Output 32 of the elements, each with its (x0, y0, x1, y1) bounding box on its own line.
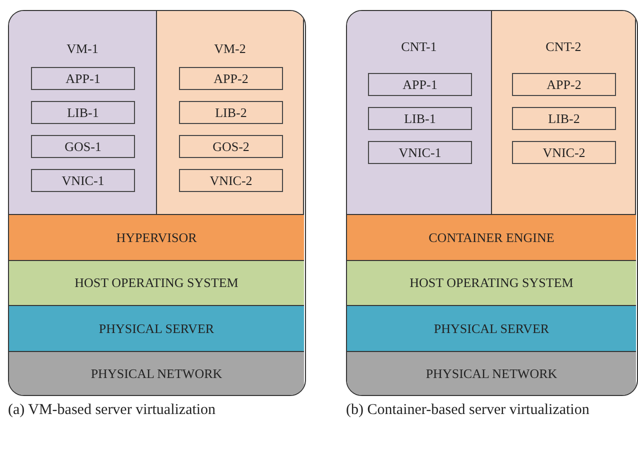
layer-band: PHYSICAL SERVER (347, 305, 636, 351)
virtualization-column (9, 11, 157, 214)
component-box: APP-2 (179, 67, 283, 90)
virtualization-column (347, 11, 492, 214)
component-box: LIB-2 (512, 107, 616, 130)
layer-band: HYPERVISOR (9, 214, 304, 260)
component-box: APP-1 (368, 73, 472, 96)
layer-band: HOST OPERATING SYSTEM (9, 260, 304, 306)
column-title: VM-1 (66, 41, 100, 57)
layer-band: PHYSICAL NETWORK (9, 350, 304, 395)
figure-caption: (a) VM-based server virtualization (8, 402, 217, 419)
component-box: LIB-1 (368, 107, 472, 130)
component-box: VNIC-2 (179, 169, 283, 192)
component-box: VNIC-1 (31, 169, 135, 192)
component-box: VNIC-1 (368, 141, 472, 164)
component-box: LIB-1 (31, 101, 135, 124)
virtualization-column (157, 11, 304, 214)
column-title: VM-2 (213, 41, 247, 57)
column-title: CNT-2 (544, 39, 582, 55)
component-box: LIB-2 (179, 101, 283, 124)
layer-band: PHYSICAL NETWORK (347, 350, 636, 395)
component-box: VNIC-2 (512, 141, 616, 164)
layer-band: CONTAINER ENGINE (347, 214, 636, 260)
component-box: GOS-1 (31, 135, 135, 158)
figure-caption: (b) Container-based server virtualization (346, 402, 590, 419)
component-box: APP-2 (512, 73, 616, 96)
layer-band: HOST OPERATING SYSTEM (347, 260, 636, 306)
component-box: GOS-2 (179, 135, 283, 158)
virtualization-column (492, 11, 636, 214)
column-title: CNT-1 (400, 39, 438, 55)
component-box: APP-1 (31, 67, 135, 90)
layer-band: PHYSICAL SERVER (9, 305, 304, 351)
